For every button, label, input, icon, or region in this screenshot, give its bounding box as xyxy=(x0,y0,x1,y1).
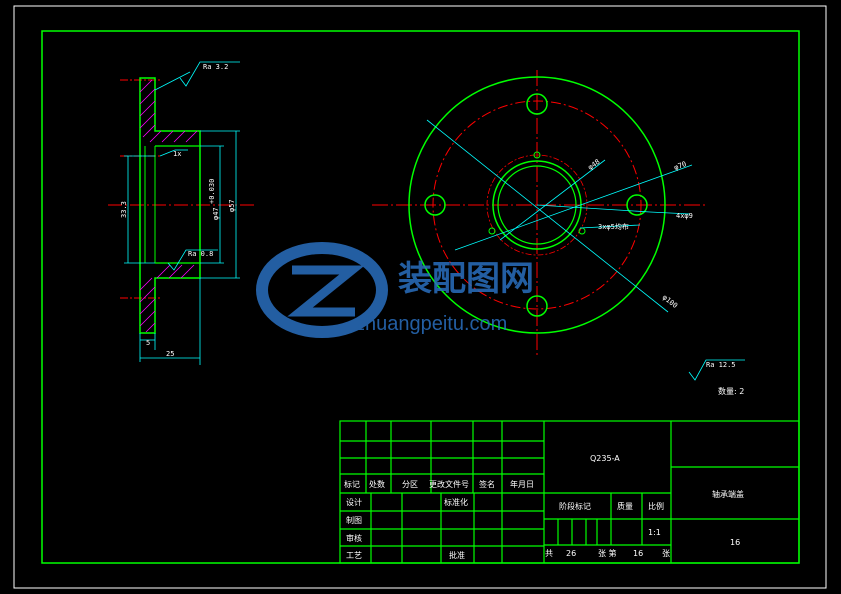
side-section-view: Ra 3.2 Ra 0.8 1x 33.3 φ47 +0.030 φ57 5 2… xyxy=(108,61,255,365)
side-dimensions xyxy=(124,61,240,365)
general-roughness-symbol xyxy=(688,359,745,381)
front-dimensions xyxy=(426,119,693,313)
header-label-6: 年月日 xyxy=(510,479,534,489)
roughness-top-label: Ra 3.2 xyxy=(203,63,228,71)
dim-pcd: φ48 xyxy=(587,158,602,172)
small-hole-1 xyxy=(533,151,541,159)
stage-mark-label: 阶段标记 xyxy=(559,501,591,511)
bolt-hole-bottom xyxy=(526,295,548,317)
dim-inner-tol: +0.030 xyxy=(208,179,216,204)
sheet-mid: 张 第 xyxy=(598,548,617,558)
roughness-mid-label: Ra 0.8 xyxy=(188,250,213,258)
dim-outer-dia: φ57 xyxy=(228,199,236,212)
chamfer-label: 1x xyxy=(173,150,181,158)
header-label-1: 标记 xyxy=(344,479,360,489)
standardize-label: 标准化 xyxy=(444,497,468,507)
row-label-process: 工艺 xyxy=(346,551,362,560)
bolt-hole-left xyxy=(424,194,446,216)
material-label: Q235-A xyxy=(590,454,620,463)
row-label-design: 设计 xyxy=(346,497,362,507)
flange-outer-circle xyxy=(408,76,666,334)
weight-label: 质量 xyxy=(617,501,633,511)
bolt-hole-right xyxy=(626,194,648,216)
header-label-5: 签名 xyxy=(479,479,495,489)
sheet-suffix: 张 xyxy=(662,549,670,558)
dim-big: φ100 xyxy=(661,293,679,310)
title-block-text: 标记 处数 分区 更改文件号 签名 年月日 设计 制图 审核 工艺 标准化 批准… xyxy=(344,454,744,560)
bolt-hole-top xyxy=(526,93,548,115)
section-hatch xyxy=(139,79,198,333)
approve-label: 批准 xyxy=(449,550,465,560)
scale-label: 比例 xyxy=(648,501,664,511)
dim-inner-dia: φ47 xyxy=(212,207,220,220)
header-label-2: 处数 xyxy=(369,479,385,489)
dim-small-holes: 3xφ5均布 xyxy=(598,222,629,231)
title-block xyxy=(339,420,800,564)
dim-outer: φ70 xyxy=(673,160,688,172)
front-view: φ48 φ70 4xφ9 3xφ5均布 φ100 xyxy=(372,70,705,355)
watermark: 装配图网 zhuangpeitu.com xyxy=(256,242,534,338)
dim-height-left: 33.3 xyxy=(120,201,128,218)
header-label-4: 更改文件号 xyxy=(429,479,469,489)
drawing-number: 16 xyxy=(730,538,740,547)
quantity-note: 数量: 2 xyxy=(718,386,744,396)
total-prefix: 共 xyxy=(545,549,553,558)
part-name: 轴承端盖 xyxy=(712,489,744,499)
watermark-en: zhuangpeitu.com xyxy=(355,313,507,335)
watermark-logo-z xyxy=(287,265,365,317)
outer-border xyxy=(13,5,827,589)
sheet-no: 16 xyxy=(633,549,643,558)
total-sheets: 26 xyxy=(566,549,576,558)
row-label-draw: 制图 xyxy=(346,515,362,525)
scale-value: 1:1 xyxy=(648,528,661,537)
header-label-3: 分区 xyxy=(402,480,418,489)
dim-length: 25 xyxy=(166,350,174,358)
general-roughness-label: Ra 12.5 xyxy=(706,361,736,369)
watermark-logo-ring xyxy=(256,242,388,338)
small-hole-2 xyxy=(488,227,496,235)
watermark-cn: 装配图网 xyxy=(398,260,534,298)
bolt-circle xyxy=(432,100,642,310)
row-label-check: 审核 xyxy=(346,533,362,543)
dim-flange-thick: 5 xyxy=(146,339,150,347)
dim-hole: 4xφ9 xyxy=(676,212,693,220)
